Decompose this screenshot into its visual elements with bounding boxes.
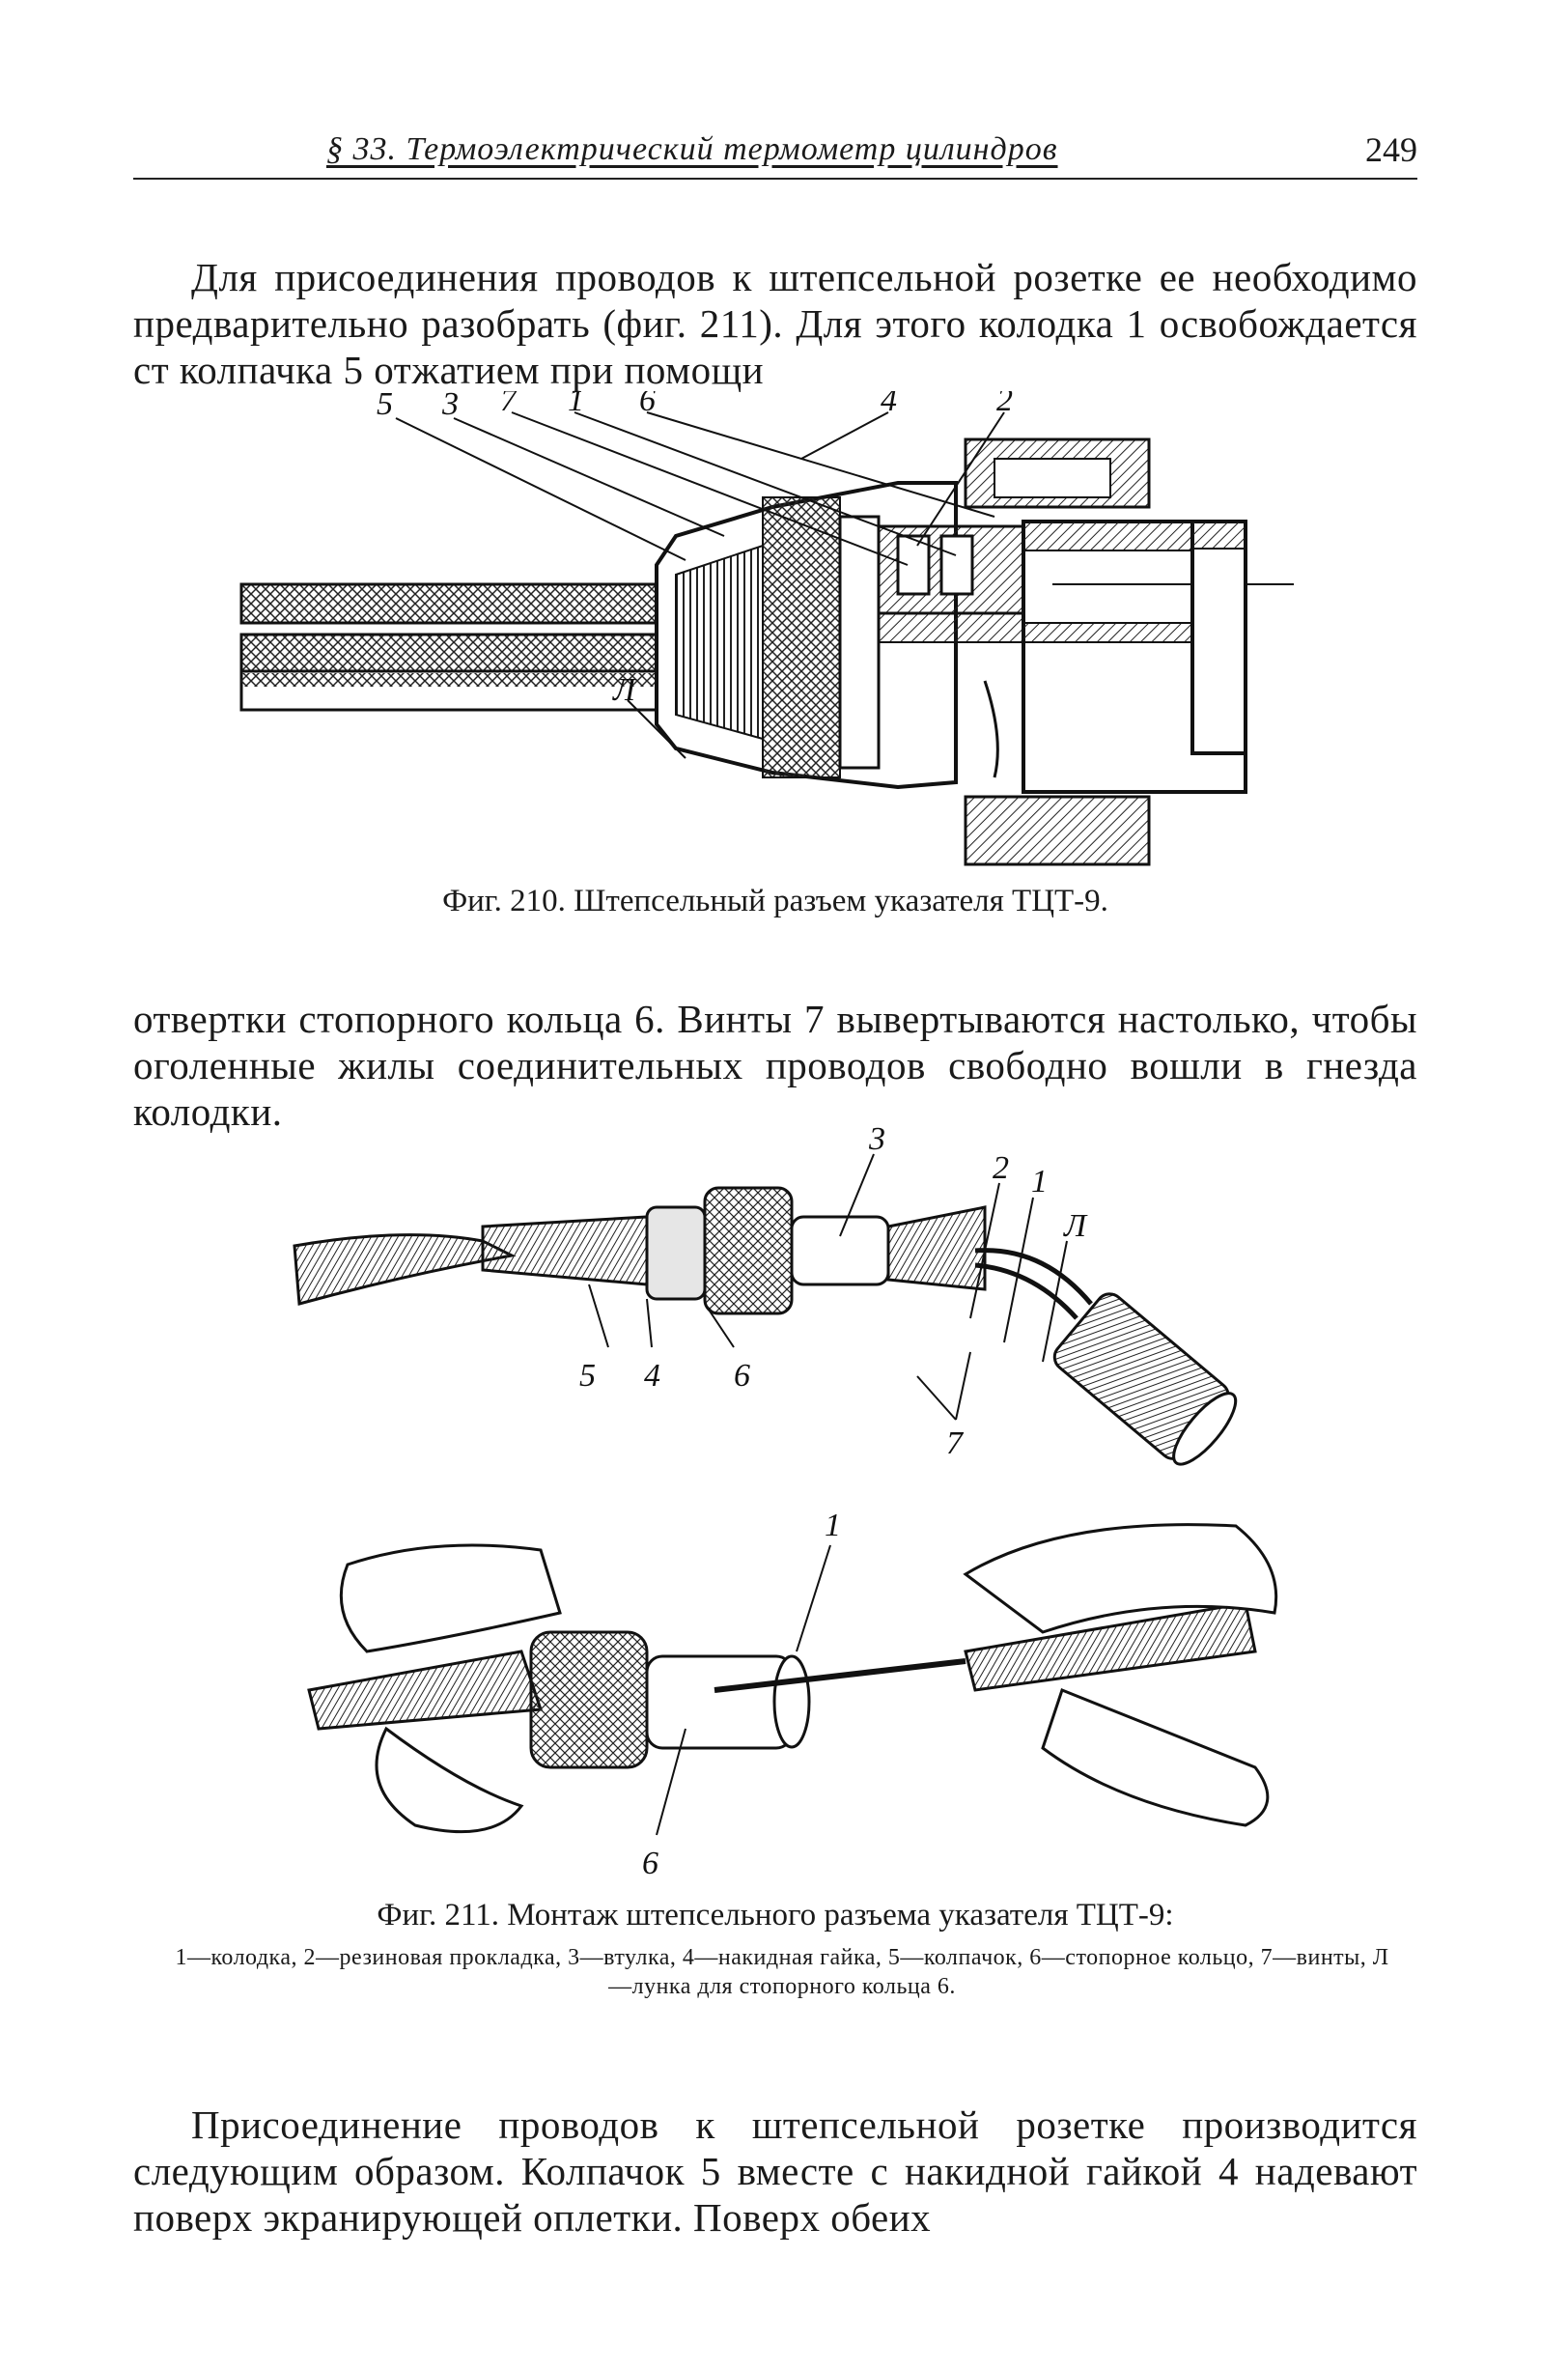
label-6: 6 [639,391,656,418]
figure-210-caption: Фиг. 210. Штепсельный разъем указателя Т… [442,884,1108,918]
label-4: 4 [644,1358,660,1394]
header-title: § 33. Термоэлектрический термометр цилин… [326,131,1058,167]
label-4: 4 [881,391,897,418]
label-5: 5 [377,391,393,422]
paragraph-1: Для присоединения проводов к штепсельной… [133,255,1417,392]
label-7: 7 [946,1425,965,1461]
leader-lines [588,1153,1068,1836]
lower-assembly [307,1523,1278,1834]
paragraph-3: Присоединение проводов к штепсельной роз… [133,2102,1417,2240]
upper-assembly [293,1186,1238,1466]
label-L: Л [1063,1208,1088,1244]
label-6-lower: 6 [642,1846,658,1881]
paragraph-2: отвертки стопорного кольца 6. Винты 7 вы… [133,997,1417,1134]
label-2: 2 [996,391,1013,418]
leader-lines [395,411,1005,759]
figure-211-caption: Фиг. 211. Монтаж штепсельного разъема ук… [377,1898,1174,1933]
cable-bundle [239,582,668,712]
label-7: 7 [500,391,518,418]
label-6: 6 [734,1358,750,1394]
label-2: 2 [993,1150,1009,1186]
label-1: 1 [1031,1164,1048,1199]
figure-211-legend: 1—колодка, 2—резиновая прокладка, 3—втул… [175,1945,1389,1999]
label-1-lower: 1 [825,1508,841,1543]
label-3: 3 [441,391,459,422]
label-5: 5 [579,1358,596,1394]
page-number: 249 [1365,130,1417,169]
label-L: Л [612,672,637,708]
figure-210-labels: 5 3 7 1 6 4 2 Л [377,391,1013,708]
socket-shell [983,520,1294,794]
label-1: 1 [568,391,584,418]
figure-211-assembly-illustration: 3 2 1 Л 5 4 6 7 1 6 [293,1121,1278,1881]
figure-210-connector-section: 5 3 7 1 6 4 2 Л [239,391,1294,866]
running-header: § 33. Термоэлектрический термометр цилин… [133,127,1417,180]
figure-211-labels: 3 2 1 Л 5 4 6 7 1 6 [579,1121,1088,1881]
label-3: 3 [868,1121,885,1157]
